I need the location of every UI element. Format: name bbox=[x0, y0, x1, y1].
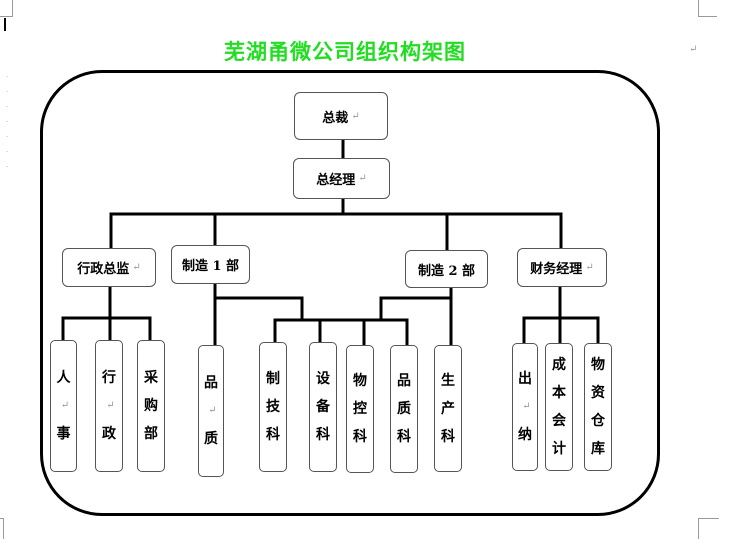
node-cashier: 出 ↵ 纳 bbox=[512, 343, 538, 471]
node-hr: 人 ↵ 事 bbox=[50, 340, 77, 472]
node-equipment: 设 备 科 bbox=[309, 342, 337, 472]
node-cost-accounting: 成 本 会 计 bbox=[545, 343, 573, 471]
crop-mark-top-left bbox=[0, 0, 13, 17]
node-quality-2: 品 质 科 bbox=[390, 345, 418, 473]
cursor-bar bbox=[4, 18, 6, 31]
node-purchasing: 采 购 部 bbox=[137, 340, 165, 472]
crop-mark-top-right bbox=[698, 0, 717, 17]
node-tech: 制 技 科 bbox=[259, 342, 287, 472]
node-admin-director: 行政总监↵ bbox=[62, 248, 156, 287]
node-quality-1: 品 ↵ 质 bbox=[198, 345, 224, 477]
page-title: 芜湖甬微公司组织构架图 bbox=[224, 39, 466, 64]
node-admin: 行 ↵ 政 bbox=[95, 340, 123, 472]
paragraph-return-mark: ↵ bbox=[689, 44, 698, 55]
node-finance-manager: 财务经理↵ bbox=[517, 248, 607, 287]
node-material-control: 物 控 科 bbox=[346, 345, 374, 473]
node-general-manager: 总经理↵ bbox=[293, 158, 390, 199]
node-manufacturing-1: 制造 1 部 bbox=[171, 245, 250, 284]
node-ceo: 总裁↵ bbox=[294, 92, 388, 140]
outer-frame bbox=[40, 70, 660, 516]
node-production: 生 产 科 bbox=[434, 345, 462, 472]
node-manufacturing-2: 制造 2 部 bbox=[405, 250, 488, 288]
crop-mark-bottom-left bbox=[0, 518, 4, 539]
crop-mark-bottom-right bbox=[698, 518, 719, 539]
paragraph-marks: ······· bbox=[6, 73, 9, 171]
node-warehouse: 物 资 仓 库 bbox=[584, 343, 612, 471]
